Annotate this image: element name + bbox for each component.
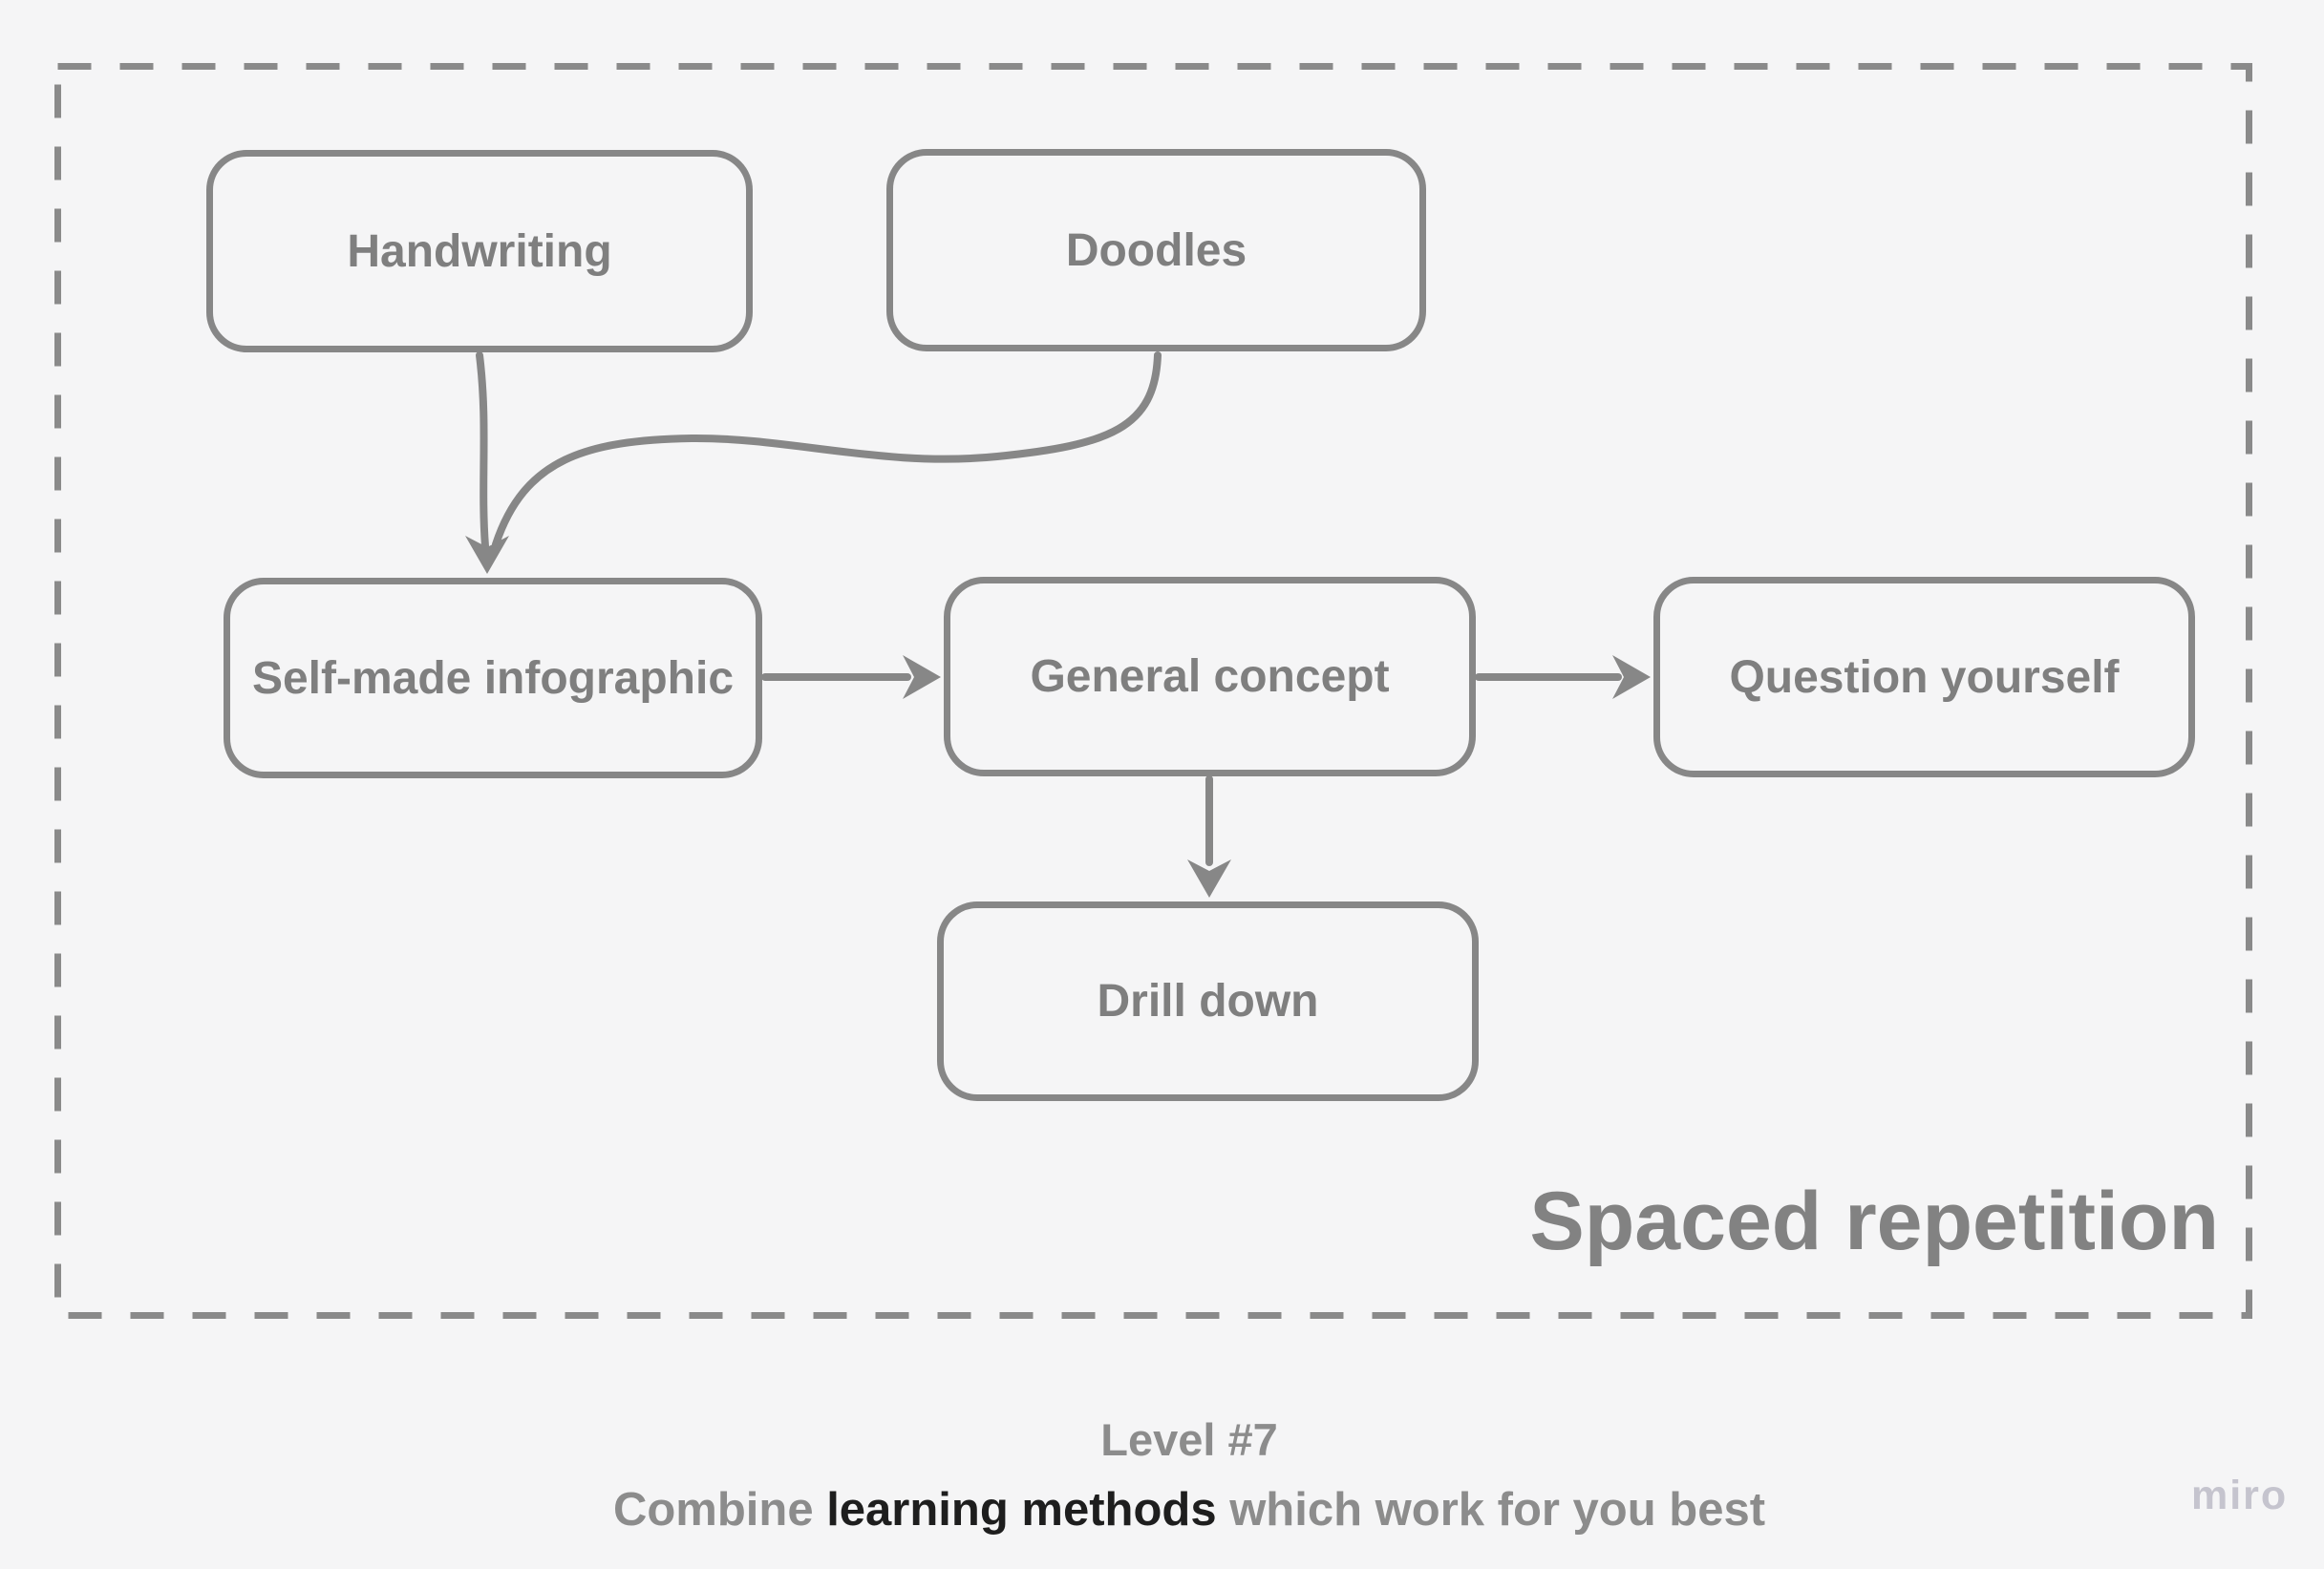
arrowhead-icon — [903, 655, 941, 699]
caption-suffix: which work for you best — [1216, 1484, 1766, 1537]
connector-general-concept-to-drill-down[interactable] — [1187, 775, 1231, 898]
node-self-made-infographic[interactable]: Self-made infographic — [224, 578, 762, 778]
connector-doodles-to-infographic[interactable] — [492, 351, 1162, 548]
caption-level: Level #7 — [1100, 1414, 1278, 1465]
node-general-concept-label: General concept — [1030, 651, 1390, 702]
node-handwriting-label: Handwriting — [347, 225, 612, 277]
connector-infographic-to-general-concept[interactable] — [761, 655, 941, 699]
node-doodles[interactable]: Doodles — [886, 149, 1426, 351]
connector-handwriting-to-infographic[interactable] — [465, 351, 509, 574]
connector-general-concept-to-question-yourself[interactable] — [1475, 655, 1651, 699]
node-general-concept[interactable]: General concept — [944, 577, 1476, 776]
caption-prefix: Combine — [612, 1484, 827, 1537]
caption-line: Combine learning methods which work for … — [54, 1482, 2324, 1538]
caption-block: Level #7 Combine learning methods which … — [54, 1413, 2324, 1538]
node-self-made-infographic-label: Self-made infographic — [251, 652, 735, 704]
node-doodles-label: Doodles — [1065, 224, 1247, 276]
node-drill-down[interactable]: Drill down — [937, 901, 1479, 1101]
arrowhead-icon — [1187, 859, 1231, 898]
node-question-yourself-label: Question yourself — [1729, 651, 2120, 703]
frame-title: Spaced repetition — [1529, 1176, 2219, 1267]
node-question-yourself[interactable]: Question yourself — [1653, 577, 2195, 777]
caption-highlight: learning methods — [826, 1484, 1217, 1537]
arrowhead-icon — [1612, 655, 1651, 699]
miro-watermark: miro — [2191, 1473, 2289, 1518]
node-handwriting[interactable]: Handwriting — [206, 150, 753, 352]
frame-border[interactable] — [54, 63, 2252, 1319]
node-drill-down-label: Drill down — [1097, 976, 1319, 1027]
